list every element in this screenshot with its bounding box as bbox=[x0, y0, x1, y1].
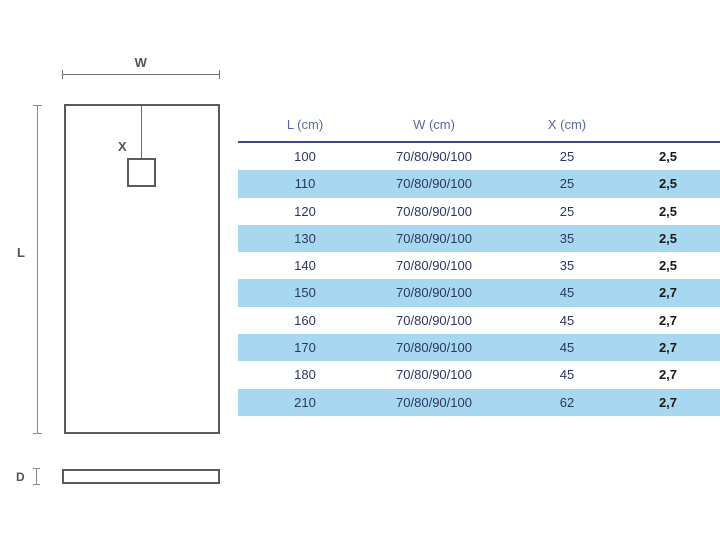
cell-width: 70/80/90/100 bbox=[396, 394, 472, 410]
table-row: 100 70/80/90/100 25 2,5 bbox=[238, 143, 720, 170]
cell-depth: 2,7 bbox=[658, 340, 678, 356]
cell-drain-offset: 45 bbox=[559, 285, 575, 301]
cell-depth: 2,5 bbox=[658, 230, 678, 246]
cell-width: 70/80/90/100 bbox=[396, 312, 472, 328]
table-row: 160 70/80/90/100 45 2,7 bbox=[238, 307, 720, 334]
table-row: 150 70/80/90/100 45 2,7 bbox=[238, 279, 720, 307]
cell-drain-offset: 45 bbox=[559, 367, 575, 383]
table-row: 210 70/80/90/100 62 2,7 bbox=[238, 388, 720, 416]
column-header-width: W (cm) bbox=[413, 117, 455, 132]
cell-depth: 2,7 bbox=[658, 312, 678, 328]
cell-drain-offset: 45 bbox=[559, 312, 575, 328]
width-dimension-tick-right bbox=[219, 70, 220, 79]
length-dimension-label: L bbox=[17, 245, 25, 260]
length-dimension-tick-top bbox=[33, 105, 42, 106]
cell-width: 70/80/90/100 bbox=[396, 203, 472, 219]
cell-depth: 2,5 bbox=[658, 149, 678, 164]
length-dimension-tick-bottom bbox=[33, 433, 42, 434]
cell-drain-offset: 25 bbox=[559, 203, 575, 219]
cell-width: 70/80/90/100 bbox=[396, 149, 472, 164]
cell-length: 170 bbox=[294, 340, 316, 356]
cell-depth: 2,5 bbox=[658, 176, 678, 192]
depth-dimension-tick bbox=[33, 468, 40, 485]
cell-length: 180 bbox=[294, 367, 316, 383]
cell-depth: 2,7 bbox=[658, 394, 678, 410]
table-header-divider bbox=[238, 141, 720, 143]
length-dimension-line bbox=[37, 105, 38, 433]
depth-dimension-label: D bbox=[16, 470, 25, 484]
cell-depth: 2,5 bbox=[658, 258, 678, 274]
cell-width: 70/80/90/100 bbox=[396, 367, 472, 383]
cell-width: 70/80/90/100 bbox=[396, 340, 472, 356]
cell-length: 120 bbox=[294, 203, 316, 219]
cell-width: 70/80/90/100 bbox=[396, 258, 472, 274]
width-dimension-line bbox=[62, 74, 220, 75]
cell-length: 160 bbox=[294, 312, 316, 328]
column-header-length: L (cm) bbox=[286, 117, 324, 132]
cell-length: 130 bbox=[294, 230, 316, 246]
table-row: 110 70/80/90/100 25 2,5 bbox=[238, 170, 720, 198]
cell-drain-offset: 35 bbox=[559, 230, 575, 246]
shower-tray-diagram: W L X D bbox=[0, 0, 238, 540]
table-row: 170 70/80/90/100 45 2,7 bbox=[238, 334, 720, 362]
cell-length: 100 bbox=[294, 149, 316, 164]
cell-length: 150 bbox=[294, 285, 316, 301]
table-row: 180 70/80/90/100 45 2,7 bbox=[238, 361, 720, 388]
cell-drain-offset: 25 bbox=[559, 149, 575, 164]
table-row: 120 70/80/90/100 25 2,5 bbox=[238, 198, 720, 225]
drain-square-icon bbox=[127, 158, 156, 187]
shower-tray-top-view bbox=[64, 104, 220, 434]
table-row: 140 70/80/90/100 35 2,5 bbox=[238, 252, 720, 279]
cell-depth: 2,7 bbox=[658, 367, 678, 383]
cell-length: 140 bbox=[294, 258, 316, 274]
table-body: 100 70/80/90/100 25 2,5 110 70/80/90/100 25 2,5… bbox=[238, 143, 720, 416]
cell-length: 110 bbox=[294, 176, 316, 192]
cell-width: 70/80/90/100 bbox=[396, 285, 472, 301]
column-header-drain-offset: X (cm) bbox=[547, 117, 587, 132]
drain-offset-dimension-line bbox=[141, 106, 142, 175]
width-dimension-label: W bbox=[134, 55, 148, 70]
cell-width: 70/80/90/100 bbox=[396, 230, 472, 246]
cell-depth: 2,5 bbox=[658, 203, 678, 219]
cell-drain-offset: 62 bbox=[559, 394, 575, 410]
cell-drain-offset: 45 bbox=[559, 340, 575, 356]
width-dimension-tick-left bbox=[62, 70, 63, 79]
specification-table: D (cm) L (cm) W (cm) X (cm) 10070/80/90/… bbox=[238, 0, 720, 540]
cell-depth: 2,7 bbox=[658, 285, 678, 301]
cell-length: 210 bbox=[294, 394, 316, 410]
cell-drain-offset: 35 bbox=[559, 258, 575, 274]
table-row: 130 70/80/90/100 35 2,5 bbox=[238, 224, 720, 253]
cell-width: 70/80/90/100 bbox=[396, 176, 472, 192]
table-header-row: L (cm) W (cm) X (cm) bbox=[238, 115, 720, 143]
shower-tray-side-view bbox=[62, 469, 220, 484]
cell-drain-offset: 25 bbox=[559, 176, 575, 192]
drain-offset-label: X bbox=[118, 139, 127, 154]
